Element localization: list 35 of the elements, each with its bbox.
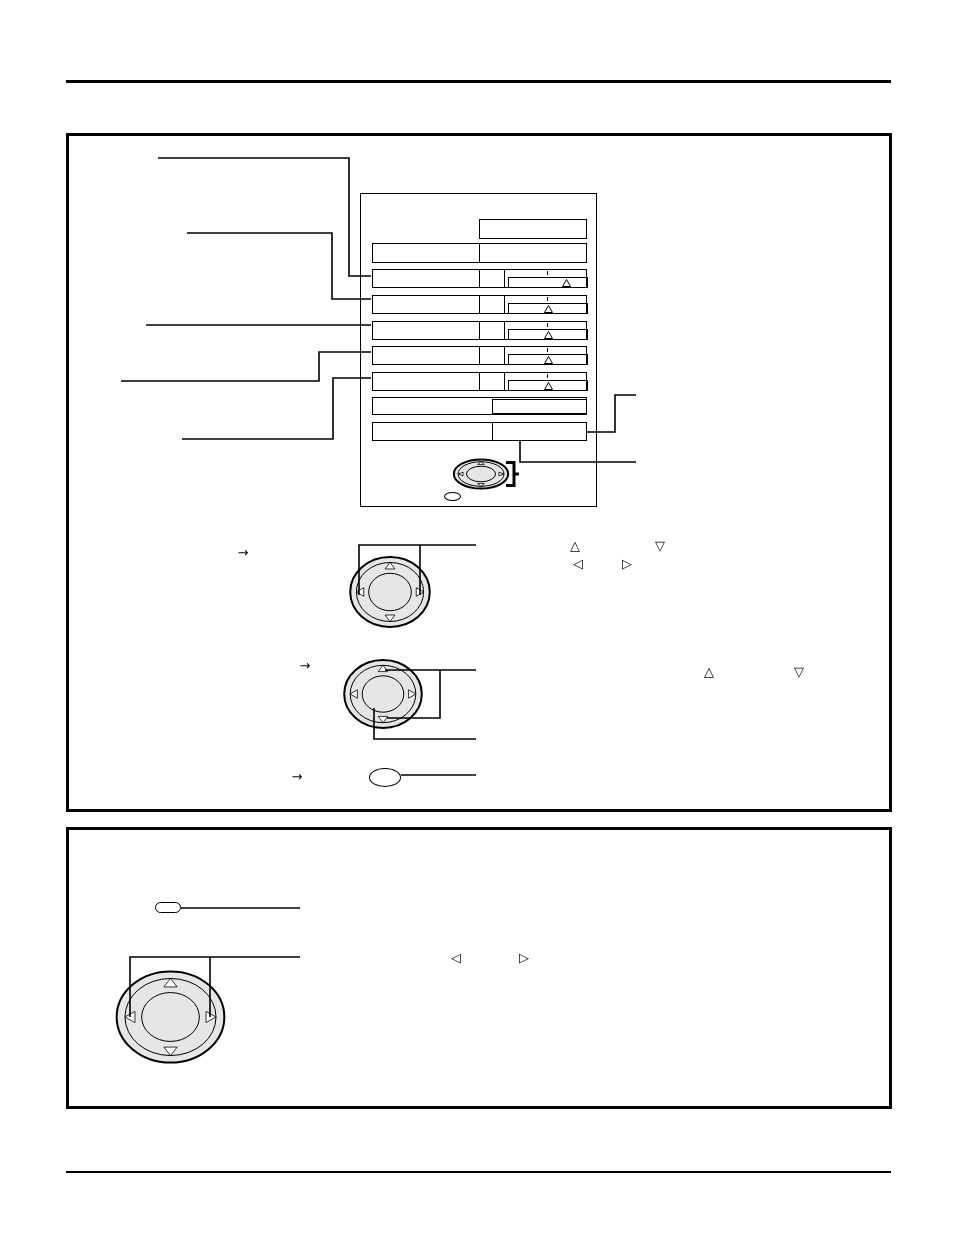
direction-pad-drawing (115, 970, 226, 1064)
menu-row (372, 346, 587, 365)
leader-line (181, 377, 372, 440)
leader-line (373, 707, 477, 740)
small-button (155, 902, 181, 913)
symbol: → (299, 658, 311, 672)
direction-pad-drawing (343, 659, 423, 729)
leader-line (358, 544, 477, 596)
leader-line (400, 774, 477, 776)
leader-line (180, 907, 301, 909)
menu-row (372, 321, 587, 340)
leader-line (120, 351, 372, 382)
symbol: △ (704, 664, 714, 678)
leader-line (384, 669, 477, 719)
direction-pad-drawing (349, 556, 431, 628)
symbol: ▽ (794, 664, 804, 678)
symbol: → (237, 545, 249, 559)
leader-line (157, 157, 372, 277)
symbol: ▷ (519, 950, 529, 964)
leader-line (186, 232, 372, 300)
menu-screen (360, 193, 597, 507)
symbol: ◁ (573, 556, 583, 570)
symbol: ▷ (622, 556, 632, 570)
oval-button (369, 768, 401, 787)
symbol: ▽ (655, 538, 665, 552)
menu-row (372, 269, 587, 288)
symbol: ◁ (451, 950, 461, 964)
menu-row (372, 372, 587, 391)
symbol: → (291, 769, 303, 783)
leader-line (585, 394, 637, 433)
leader-line (129, 956, 301, 1018)
symbol: △ (570, 538, 580, 552)
leader-line (519, 439, 637, 463)
menu-row (372, 295, 587, 314)
leader-line (145, 324, 372, 326)
